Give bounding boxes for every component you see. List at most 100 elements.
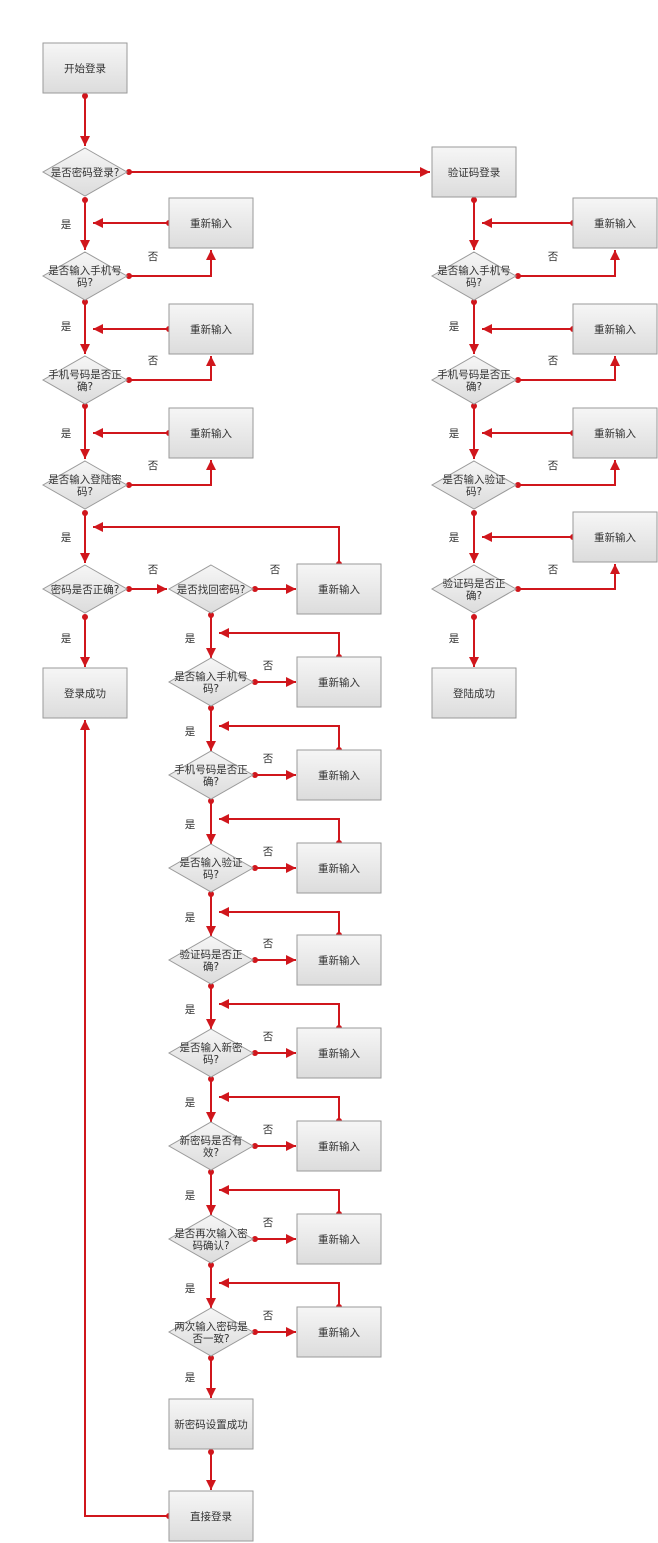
edge-mid-no-7-start-dot [252,1143,258,1149]
node-code-phone-valid-text: 手机号码是否正 [437,368,511,381]
node-confirm-entered-text: 码确认? [192,1239,229,1252]
label-code-no-4: 否 [548,564,559,576]
edge-q4-no-line [129,460,212,486]
node-new-password-valid-shape [167,1121,255,1171]
node-code-valid-text: 确? [466,589,482,602]
edge-code-q3-yes-start-dot [471,510,477,516]
node-retry-mid-1-text: 重新输入 [318,583,360,596]
node-phone-entered-text: 是否输入手机号 [48,264,122,277]
label-no-2: 否 [148,355,159,367]
node-passwords-match-shape [167,1307,255,1357]
edge-mid-no-4-arrowhead [286,863,296,873]
edge-retry1-back-arrowhead [93,218,103,228]
edge-mid-yes-7 [206,1169,216,1215]
node-retry-mid-9-text: 重新输入 [318,1326,360,1339]
edge-code-q2-no-line [518,356,616,381]
node-password-entered-shape [41,460,129,510]
label-mid-no-1: 否 [270,564,281,576]
edge-q2-yes [80,299,90,354]
label-mid-no-9: 否 [263,1310,274,1322]
edge-mid-retry-back-7-arrowhead [219,1092,229,1102]
node-confirm-entered-text: 是否再次输入密 [174,1227,248,1240]
edge-mid-yes-4-arrowhead [206,926,216,936]
node-retry-mid-9-shape [296,1306,382,1358]
node-retry-right-1: 重新输入 [572,197,658,249]
node-new-password-success-shape [168,1398,254,1450]
node-retry-right-3-text: 重新输入 [594,427,636,440]
edge-code-login-down [469,197,479,250]
node-passwords-match-text: 否一致? [192,1332,229,1345]
label-mid-yes-3: 是 [185,819,196,831]
edge-start-to-q1-arrowhead [80,136,90,146]
edge-code-q3-no-line [518,460,616,486]
node-reset-phone-entered-shape [167,657,255,707]
label-code-no-2: 否 [548,355,559,367]
edge-mid-yes-1-start-dot [208,612,214,618]
node-confirm-entered-shape [167,1214,255,1264]
edge-mid-retry-back-9 [219,1278,342,1310]
edge-mid-yes-5-arrowhead [206,1019,216,1029]
label-no-3: 否 [148,460,159,472]
nodes-layer: 开始登录是否密码登录?是否输入手机号码?手机号码是否正确?是否输入登陆密码?密码… [41,42,658,1542]
edge-q4-yes [80,510,90,563]
edge-mid-no-1 [252,584,296,594]
edge-q3-yes-arrowhead [80,449,90,459]
node-is-password-login: 是否密码登录? [41,147,129,197]
node-retry-mid-7-shape [296,1120,382,1172]
node-retry-mid-3-text: 重新输入 [318,769,360,782]
edge-code-q1-no [515,250,620,279]
edge-mid-no-1-start-dot [252,586,258,592]
edge-q4-no [126,460,216,488]
node-direct-login: 直接登录 [168,1490,254,1542]
node-passwords-match-text: 两次输入密码是 [174,1320,248,1333]
label-code-yes-3: 是 [449,532,460,544]
edge-code-retry2-back-arrowhead [482,324,492,334]
edge-code-q3-no-start-dot [515,482,521,488]
edge-mid-retry-back-6 [219,999,342,1031]
edge-mid-retry-back-8 [219,1185,342,1217]
node-retry-right-3: 重新输入 [572,407,658,459]
label-mid-no-3: 否 [263,753,274,765]
edge-mid-no-3-arrowhead [286,770,296,780]
label-mid-no-4: 否 [263,846,274,858]
node-code-valid-shape [430,564,518,614]
edge-direct-to-login-success-line [84,720,169,1517]
node-retry-right-1-shape [572,197,658,249]
node-start: 开始登录 [42,42,128,94]
edge-mid-no-6-start-dot [252,1050,258,1056]
node-new-password-valid-text: 新密码是否有 [180,1134,243,1147]
node-retry-mid-7: 重新输入 [296,1120,382,1172]
node-reset-phone-valid-text: 确? [203,775,219,788]
edge-code-q2-yes [469,403,479,459]
edge-mid-yes-5 [206,983,216,1029]
node-retry-mid-4: 重新输入 [296,842,382,894]
node-phone-entered-text: 码? [77,277,93,289]
node-forgot-password-shape [167,564,255,614]
edge-q2-no-start-dot [126,273,132,279]
label-yes-1: 是 [61,219,72,231]
edge-mid-no-4 [252,863,296,873]
edge-code-retry4-back-arrowhead [482,532,492,542]
edge-code-q2-no [515,356,620,383]
node-code-login-success: 登陆成功 [431,667,517,719]
node-retry-left-3: 重新输入 [168,407,254,459]
node-reset-phone-entered-text: 是否输入手机号 [174,670,248,683]
edge-mid-no-5-arrowhead [286,955,296,965]
node-retry-right-4-text: 重新输入 [594,531,636,544]
edge-q3-no-arrowhead [206,356,216,366]
edge-code-q3-yes [469,510,479,563]
edge-q3-yes [80,403,90,459]
node-retry-mid-1-shape [296,563,382,615]
edge-mid-retry-back-7-line [219,1096,340,1121]
node-retry-mid-3: 重新输入 [296,749,382,801]
edge-code-q4-yes [469,614,479,667]
node-retry-left-1-shape [168,197,254,249]
edge-mid-yes-1-arrowhead [206,648,216,658]
edge-q3-no [126,356,216,383]
